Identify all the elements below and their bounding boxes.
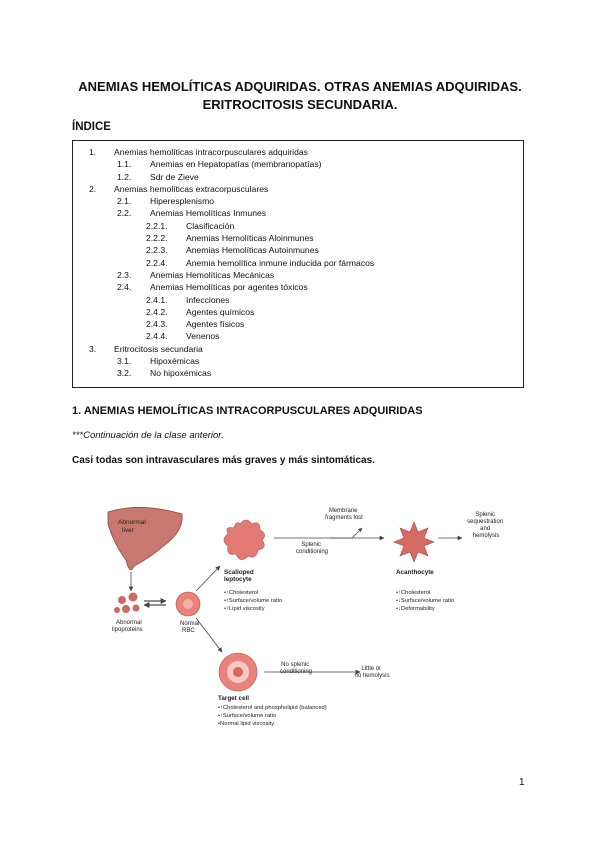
table-of-contents: 1. Anemias hemolíticas intracorpusculares… xyxy=(72,140,524,388)
toc-item-label: Anemias Hemolíticas Inmunes xyxy=(150,208,267,219)
toc-item-label: Anemias Hemolíticas Autoinmunes xyxy=(186,245,319,256)
acanthocyte-title: Acanthocyte xyxy=(396,569,434,576)
target-bullets: •↑Cholesterol and phospholipid (balanced… xyxy=(218,705,328,727)
abnormal-lipoproteins xyxy=(114,592,140,613)
acanthocyte-bullets: •↑Cholesterol •↓Surface/volume ratio •↓D… xyxy=(396,590,456,612)
splenic-outcome-label: Splenic sequestration and hemolysis xyxy=(467,512,505,539)
normal-rbc-label: Normal RBC xyxy=(180,621,201,634)
membrane-fragments-label: Membrane fragments lost xyxy=(325,508,363,521)
document-title: ANEMIAS HEMOLÍTICAS ADQUIRIDAS. OTRAS AN… xyxy=(60,78,540,114)
toc-item: 3. Eritrocitosis secundaria xyxy=(73,343,523,355)
toc-item: 1. Anemias hemolíticas intracorpusculares… xyxy=(73,146,523,158)
little-hemolysis-label: Little or no hemolysis xyxy=(354,666,389,679)
title-line-2: ERITROCITOSIS SECUNDARIA. xyxy=(202,97,398,112)
no-splenic-conditioning-label: No splenic conditioning xyxy=(280,662,312,675)
toc-item-number: 2.4.4. xyxy=(146,331,168,342)
arrow-rbc-to-target xyxy=(195,617,223,653)
toc-item-label: Agentes físicos xyxy=(186,319,245,330)
toc-item-label: Anemias hemolíticas intracorpusculares a… xyxy=(114,147,308,157)
target-cell xyxy=(218,652,258,692)
liver-label: Abnormal liver xyxy=(118,519,148,534)
section-heading: 1. ANEMIAS HEMOLÍTICAS INTRACORPUSCULARE… xyxy=(72,405,423,417)
normal-rbc xyxy=(175,591,201,617)
toc-item-label: Anemia hemolítica inmune inducida por fá… xyxy=(186,257,375,268)
toc-item-number: 2.2.3. xyxy=(146,245,168,256)
toc-item-label: Anemias en Hepatopatías (membranopatías) xyxy=(150,159,322,170)
toc-item-number: 3.2. xyxy=(117,368,132,379)
lipoprotein-label: Abnormal lipoproteins xyxy=(112,620,143,633)
toc-item: 2.4.4. Venenos xyxy=(73,330,523,342)
index-heading: ÍNDICE xyxy=(72,121,111,133)
toc-item-number: 2.4.2. xyxy=(146,306,168,317)
page-number: 1 xyxy=(519,777,525,788)
toc-item: 3.1. Hipoxémicas xyxy=(73,355,523,367)
toc-item-number: 2.2.4. xyxy=(146,257,168,268)
acanthocyte-shape xyxy=(393,521,435,563)
toc-item-number: 2. xyxy=(89,183,97,194)
toc-item-number: 2.4.1. xyxy=(146,294,168,305)
title-line-1: ANEMIAS HEMOLÍTICAS ADQUIRIDAS. OTRAS AN… xyxy=(78,79,522,94)
continuation-note: ***Continuación de la clase anterior. xyxy=(72,430,224,441)
toc-item: 2.3. Anemias Hemolíticas Mecánicas xyxy=(73,269,523,281)
exchange-arrows xyxy=(143,598,167,608)
rbc-morphology-figure: Abnormal liver Abnormal lipoproteins Nor… xyxy=(100,494,520,740)
toc-item-number: 2.2. xyxy=(117,208,132,219)
toc-item: 2.2.1. Clasificación xyxy=(73,220,523,232)
toc-item-number: 2.2.1. xyxy=(146,220,168,231)
toc-item: 2.2.4. Anemia hemolítica inmune inducida … xyxy=(73,257,523,269)
scalloped-title: Scalloped leptocyte xyxy=(224,569,256,583)
scalloped-bullets: •↑Cholesterol •↑Surface/volume ratio •↑L… xyxy=(224,590,284,612)
toc-item-number: 1.2. xyxy=(117,171,132,182)
toc-item: 2.1. Hiperesplenismo xyxy=(73,195,523,207)
toc-item-label: Anemias Hemolíticas Aloinmunes xyxy=(186,233,314,244)
toc-item-label: Venenos xyxy=(186,331,220,342)
toc-item: 3.2. No hipoxémicas xyxy=(73,367,523,379)
toc-item-label: Hipoxémicas xyxy=(150,356,200,367)
toc-item: 1.1. Anemias en Hepatopatías (membranopat… xyxy=(73,158,523,170)
toc-item: 2.4. Anemias Hemolíticas por agentes tóxi… xyxy=(73,281,523,293)
toc-item: 2.4.2. Agentes químicos xyxy=(73,306,523,318)
toc-item-label: Sdr de Zieve xyxy=(150,171,199,182)
toc-item-label: Agentes químicos xyxy=(186,306,255,317)
toc-item-number: 2.3. xyxy=(117,269,132,280)
abnormal-liver-shape xyxy=(107,507,183,571)
toc-item-number: 1.1. xyxy=(117,159,132,170)
toc-item-label: Anemias Hemolíticas por agentes tóxicos xyxy=(150,282,308,293)
toc-item-label: Anemias Hemolíticas Mecánicas xyxy=(150,269,275,280)
toc-item-label: Anemias hemolíticas extracorpusculares xyxy=(114,183,269,194)
toc-item: 2.2. Anemias Hemolíticas Inmunes xyxy=(73,207,523,219)
arrow-rbc-to-leptocyte xyxy=(195,565,221,592)
toc-item-number: 2.1. xyxy=(117,196,132,207)
toc-item: 1.2. Sdr de Zieve xyxy=(73,171,523,183)
scalloped-leptocyte-shape xyxy=(223,519,265,560)
lead-sentence: Casi todas son intravasculares más grave… xyxy=(72,455,375,466)
toc-item-number: 1. xyxy=(89,147,97,157)
toc-item-label: Clasificación xyxy=(186,220,235,231)
toc-item-number: 3. xyxy=(89,343,97,354)
membrane-fragment-arrow xyxy=(330,527,363,539)
toc-item-number: 3.1. xyxy=(117,356,132,367)
toc-item: 2.4.3. Agentes físicos xyxy=(73,318,523,330)
toc-item-label: Infecciones xyxy=(186,294,230,305)
toc-item-number: 2.4.3. xyxy=(146,319,168,330)
toc-item-label: Hiperesplenismo xyxy=(150,196,215,207)
toc-item-label: No hipoxémicas xyxy=(150,368,212,379)
toc-item: 2.2.3. Anemias Hemolíticas Autoinmunes xyxy=(73,244,523,256)
splenic-conditioning-label: Splenic conditioning xyxy=(296,542,328,555)
toc-item-label: Eritrocitosis secundaria xyxy=(114,343,203,354)
toc-item: 2.4.1. Infecciones xyxy=(73,294,523,306)
toc-item: 2.2.2. Anemias Hemolíticas Aloinmunes xyxy=(73,232,523,244)
toc-item-number: 2.2.2. xyxy=(146,233,168,244)
toc-item: 2. Anemias hemolíticas extracorpusculares xyxy=(73,183,523,195)
toc-item-number: 2.4. xyxy=(117,282,132,293)
target-title: Target cell xyxy=(218,695,249,702)
